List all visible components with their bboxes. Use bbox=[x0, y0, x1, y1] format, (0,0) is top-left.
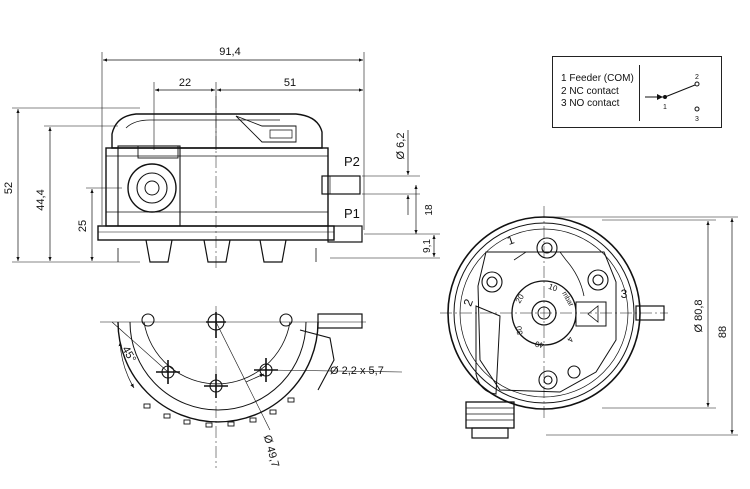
switch-schematic-icon: 1 2 3 bbox=[645, 74, 700, 123]
legend-item-no: 3 NO contact bbox=[561, 98, 620, 109]
dial-label-10: 10 bbox=[547, 282, 559, 294]
dim-width-left-label: 22 bbox=[179, 77, 191, 89]
legend-list: 1 Feeder (COM) 2 NC contact 3 NO contact bbox=[561, 73, 634, 111]
bottom-view bbox=[100, 306, 403, 468]
side-connector bbox=[127, 163, 177, 213]
dial-label-4: 4 bbox=[565, 335, 575, 344]
legend-divider bbox=[639, 65, 640, 121]
dim-port-diameter-label: Ø 6,2 bbox=[395, 133, 407, 160]
legend-item-nc: 2 NC contact bbox=[561, 85, 619, 97]
dim-port-spacing-label: 18 bbox=[424, 204, 435, 216]
dim-overall-width-label: 91,4 bbox=[219, 46, 240, 58]
mount-post bbox=[141, 313, 155, 327]
switch-terminal-2: 2 bbox=[695, 74, 699, 81]
side-view bbox=[12, 52, 440, 270]
dim-overall-height-label: 52 bbox=[3, 182, 15, 194]
switch-terminal-3: 3 bbox=[695, 116, 699, 123]
dim-top-height-label: 88 bbox=[717, 326, 729, 338]
top-port-tube bbox=[635, 305, 665, 321]
port-p1-tube bbox=[327, 225, 363, 243]
contact-legend: 1 Feeder (COM) 2 NC contact 3 NO contact… bbox=[552, 56, 722, 128]
dial-label-30: 30 bbox=[514, 325, 525, 336]
dim-height-mid-label: 44,4 bbox=[35, 189, 47, 210]
dial-label-40: 40 bbox=[534, 339, 545, 350]
top-view bbox=[440, 206, 738, 439]
switch-terminal-1: 1 bbox=[663, 104, 667, 111]
terminal-label-1: 1 bbox=[505, 232, 516, 248]
dim-mounting-circle-label: Ø 49,7 bbox=[261, 434, 281, 469]
mount-post bbox=[279, 313, 293, 327]
cable-gland bbox=[465, 401, 515, 429]
terminal-label-3: 3 bbox=[621, 287, 628, 301]
housing-top bbox=[111, 113, 323, 149]
port-label-p2: P2 bbox=[344, 154, 360, 169]
dim-mounting-hole-label: Ø 2,2 x 5,7 bbox=[330, 365, 384, 377]
dial-label-mbar: mbar bbox=[560, 291, 574, 309]
port-p2-tube bbox=[321, 175, 361, 195]
dim-outer-diameter-label: Ø 80,8 bbox=[693, 299, 705, 332]
terminal-label-2: 2 bbox=[461, 297, 477, 308]
outer-housing bbox=[447, 216, 641, 410]
dial-label-20: 20 bbox=[514, 292, 527, 305]
housing-body bbox=[105, 147, 329, 227]
port-label-p1: P1 bbox=[344, 206, 360, 221]
dim-height-low-label: 25 bbox=[77, 220, 89, 232]
legend-item-feeder: 1 Feeder (COM) bbox=[561, 73, 634, 84]
terminal-screws bbox=[481, 237, 609, 390]
dim-angle-label: 45° bbox=[119, 344, 138, 364]
dim-port-low-label: 9,1 bbox=[422, 239, 433, 253]
dim-width-right-label: 51 bbox=[284, 77, 296, 89]
